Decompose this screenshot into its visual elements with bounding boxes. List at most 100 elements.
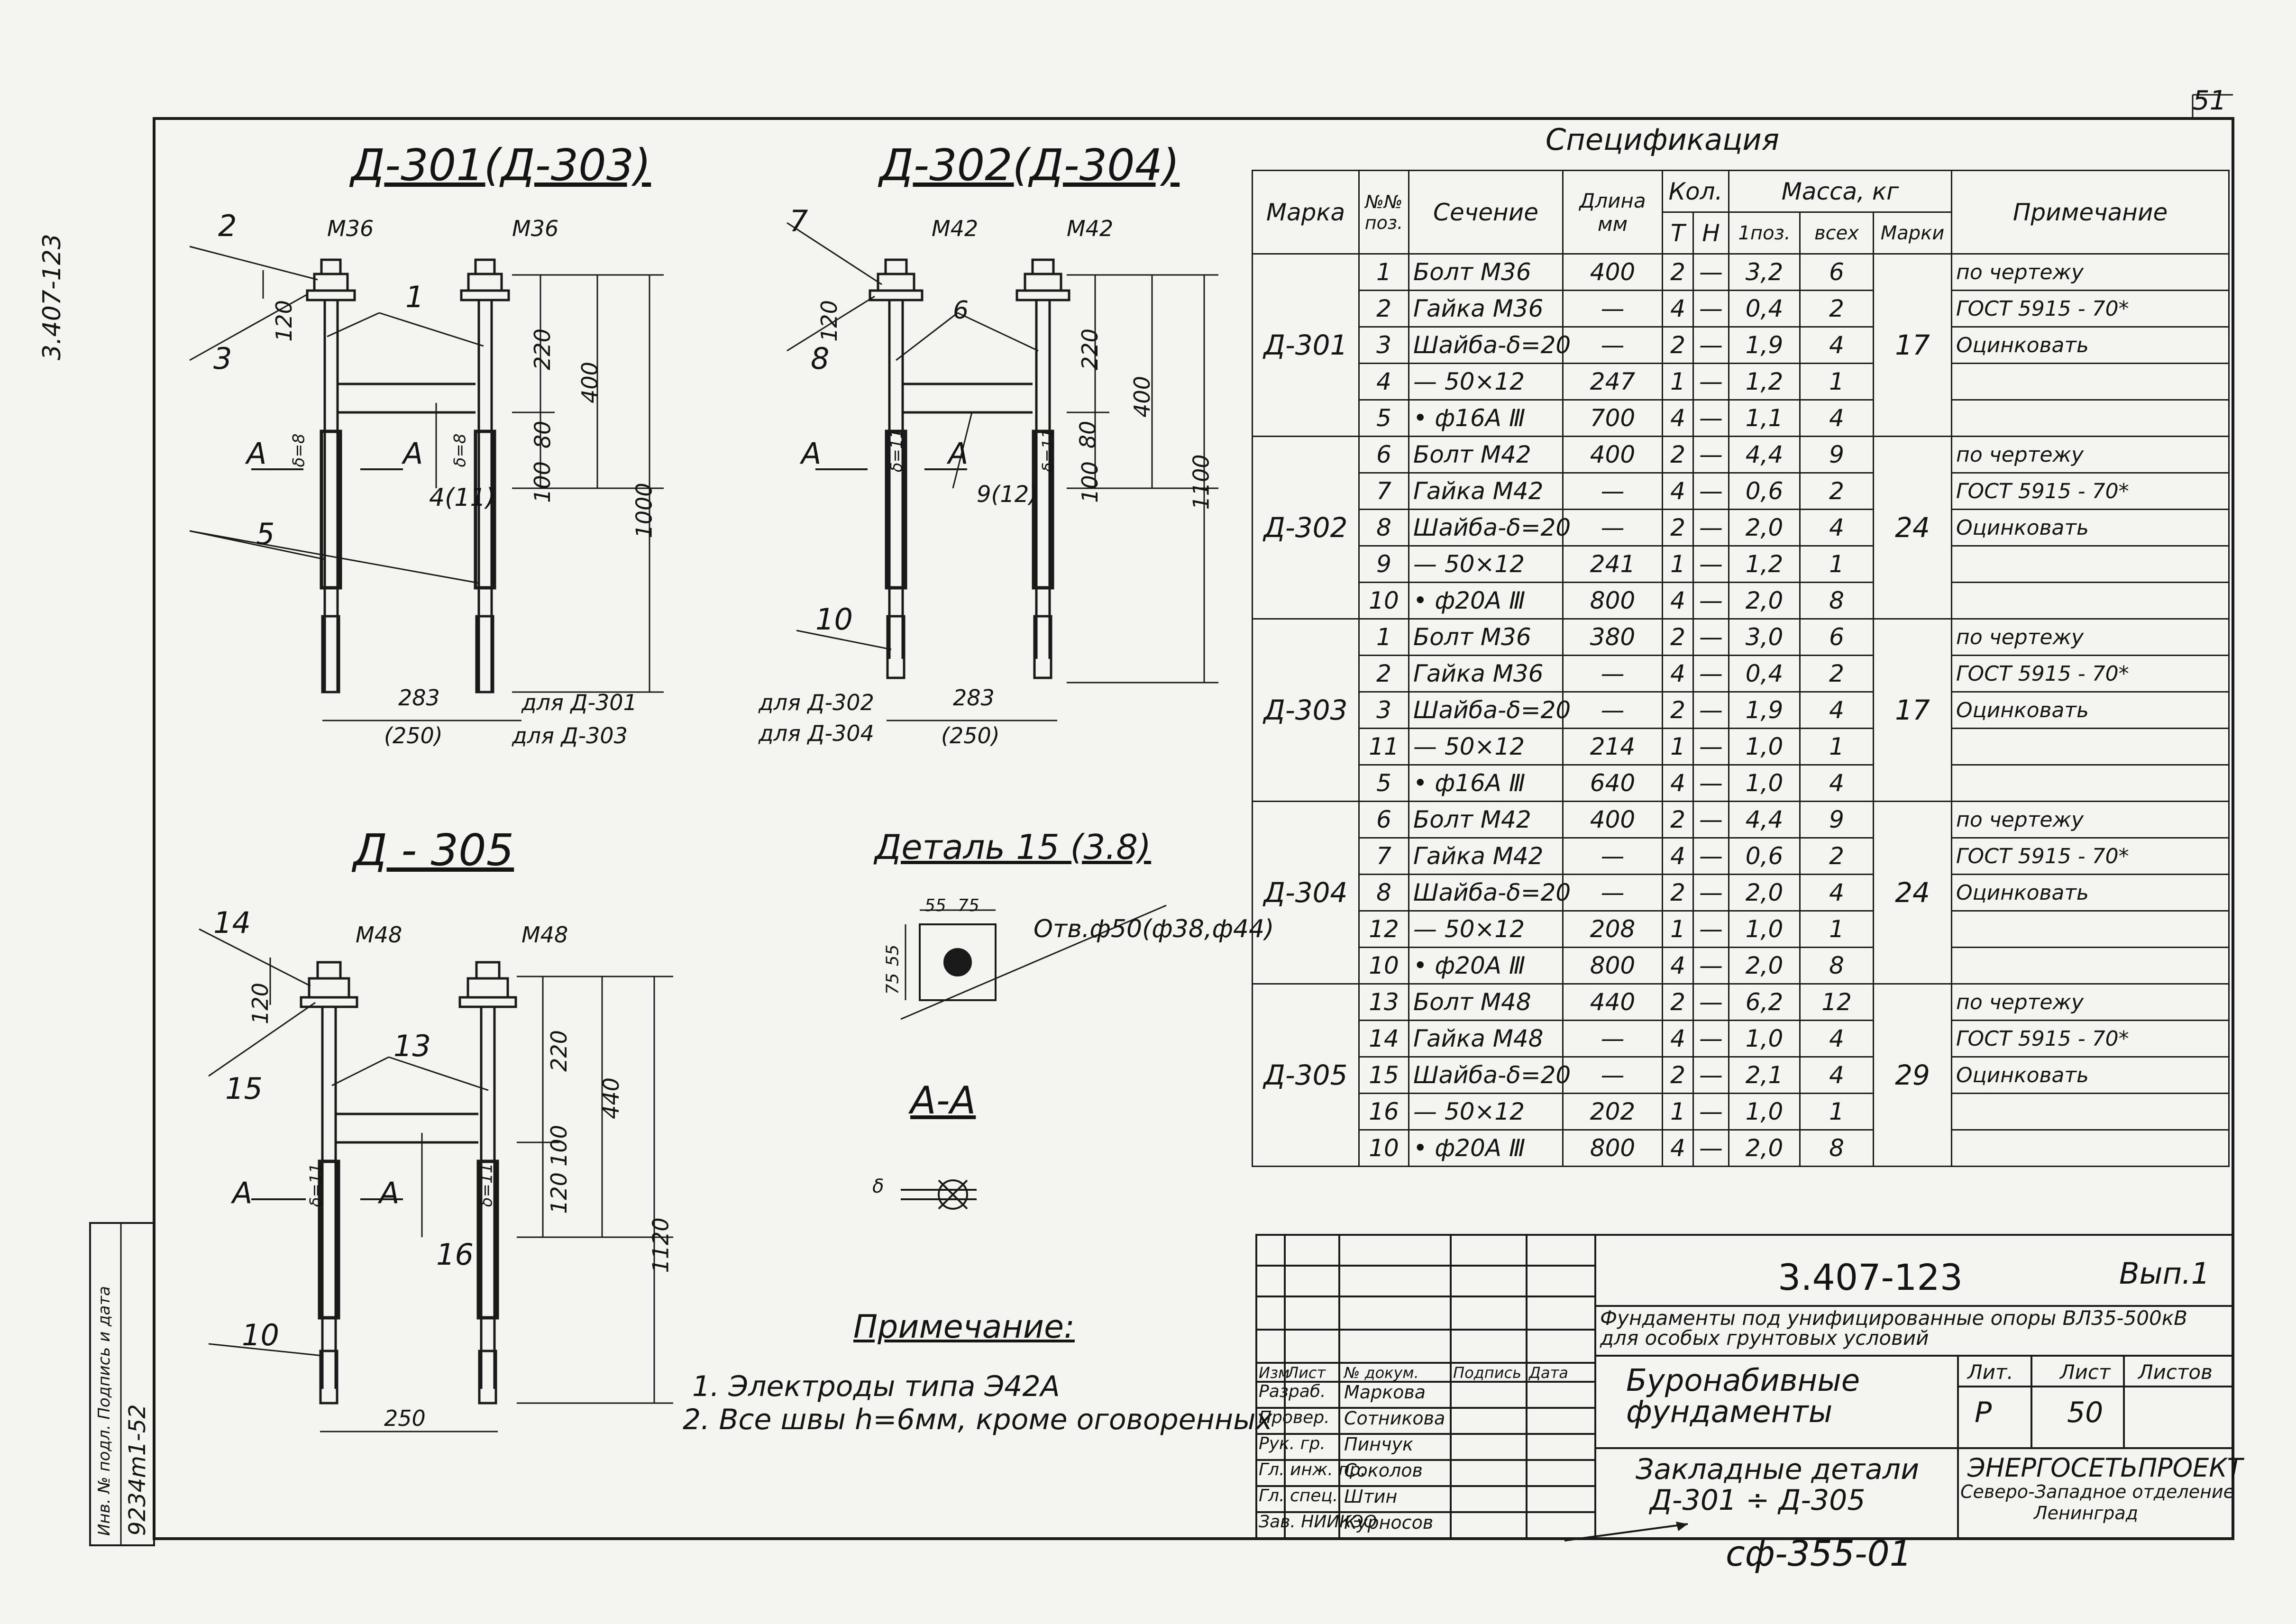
spec-mass-all: 9 [1799, 801, 1875, 839]
spec-note: по чертежу [1951, 618, 2230, 656]
tb-col-header: Лист [1287, 1364, 1326, 1382]
spec-section: Шайба-δ=20 [1408, 509, 1571, 547]
spec-length: — [1562, 655, 1663, 693]
dim-1120: 1120 [648, 1217, 674, 1273]
anchor-drawing-d302 [787, 222, 1218, 721]
spec-marka: Д-304 [1252, 801, 1360, 985]
spec-section: Гайка М36 [1408, 655, 1564, 693]
spec-pos: 12 [1358, 910, 1409, 948]
spec-length: 380 [1562, 618, 1663, 656]
spec-count-n: — [1692, 363, 1730, 401]
dim-120: 120 [271, 300, 297, 342]
spec-note: Оцинковать [1951, 326, 2230, 364]
drawing-title-d305: Д - 305 [353, 825, 514, 876]
specification-table: Марка №№ поз. Сечение Длина мм Кол. Масс… [1252, 170, 2230, 1167]
spec-mass-1: 1,9 [1728, 691, 1801, 729]
position-14-label: 14 [213, 905, 251, 940]
spec-mass-1: 2,0 [1728, 947, 1801, 985]
spec-count-t: 2 [1662, 874, 1694, 912]
spec-mass-1: 2,0 [1728, 1129, 1801, 1167]
spec-mass-mark: 17 [1873, 253, 1953, 437]
spec-count-t: 2 [1662, 691, 1694, 729]
notes-title: Примечание: [853, 1308, 1075, 1346]
weld-thickness: δ=11 [1039, 428, 1058, 473]
spec-section: Болт М42 [1408, 436, 1564, 474]
spec-note: по чертежу [1951, 436, 2230, 474]
spec-section: • ф20А Ⅲ [1408, 582, 1564, 620]
tb-col-header: Подпись [1453, 1364, 1521, 1382]
spec-section: Гайка М48 [1408, 1020, 1564, 1058]
header-count: Кол. [1661, 170, 1730, 213]
spec-length: — [1562, 837, 1663, 875]
spec-length: 214 [1562, 728, 1663, 766]
header-mass-mark: Марки [1873, 211, 1953, 255]
dim-250: (250) [941, 723, 1000, 748]
spec-mass-all: 6 [1799, 253, 1875, 291]
spec-count-n: — [1692, 983, 1730, 1021]
anchor-drawing-d305 [199, 928, 673, 1432]
spec-count-n: — [1692, 545, 1730, 583]
spec-mass-1: 1,2 [1728, 363, 1801, 401]
spec-pos: 4 [1358, 363, 1409, 401]
spec-note [1951, 363, 2230, 401]
detail-dim: 75 [883, 973, 903, 995]
spec-count-n: — [1692, 1056, 1730, 1094]
thread-left-d301: М36 [327, 216, 374, 241]
weld-thickness: δ=11 [306, 1163, 326, 1207]
staff-name: Сотникова [1344, 1408, 1445, 1429]
spec-pos: 8 [1358, 509, 1409, 547]
spec-length: — [1562, 1020, 1663, 1058]
spec-mass-mark: 17 [1873, 618, 1953, 802]
thread-right-d302: М42 [1067, 216, 1114, 241]
spec-pos: 7 [1358, 472, 1409, 510]
spec-mass-mark: 24 [1873, 436, 1953, 620]
drawing-title-1: Закладные детали [1636, 1453, 1920, 1486]
spec-note [1951, 399, 2230, 437]
section-mark-a: А [379, 1176, 400, 1210]
spec-mass-1: 0,6 [1728, 837, 1801, 875]
position-4-label: 4(11) [429, 484, 495, 512]
spec-section: Гайка М36 [1408, 290, 1564, 328]
spec-section: Болт М36 [1408, 618, 1564, 656]
tb-col-header: Дата [1529, 1364, 1568, 1382]
staff-name: Курносов [1344, 1512, 1434, 1533]
note-item: 1. Электроды типа Э42А [692, 1370, 1060, 1403]
spec-section: — 50×12 [1408, 545, 1564, 583]
spec-count-n: — [1692, 1020, 1730, 1058]
staff-name: Пинчук [1344, 1434, 1414, 1455]
spec-pos: 2 [1358, 655, 1409, 693]
spec-section: • ф20А Ⅲ [1408, 947, 1564, 985]
dim-120: 120 [247, 983, 273, 1024]
tb-col-header: Изм [1259, 1364, 1290, 1382]
side-stamp: 9234m1-52 [124, 1404, 151, 1536]
spec-length: 640 [1562, 764, 1663, 802]
drawing-title-2: Д-301 ÷ Д-305 [1650, 1484, 1866, 1517]
spec-length: — [1562, 1056, 1663, 1094]
spec-note [1951, 728, 2230, 766]
spec-note [1951, 910, 2230, 948]
spec-note: по чертежу [1951, 983, 2230, 1021]
thread-left-d305: М48 [356, 922, 402, 948]
spec-count-n: — [1692, 691, 1730, 729]
spec-section: • ф16А Ⅲ [1408, 399, 1564, 437]
spec-section: Шайба-δ=20 [1408, 874, 1571, 912]
spec-mass-all: 2 [1799, 655, 1875, 693]
spec-count-n: — [1692, 874, 1730, 912]
spec-section: Гайка М42 [1408, 837, 1564, 875]
spec-mass-1: 1,2 [1728, 545, 1801, 583]
spec-pos: 10 [1358, 1129, 1409, 1167]
spec-mass-1: 4,4 [1728, 436, 1801, 474]
spec-pos: 9 [1358, 545, 1409, 583]
dim-80: 80 [1075, 420, 1101, 449]
spec-count-t: 4 [1662, 655, 1694, 693]
spec-note: ГОСТ 5915 - 70* [1951, 472, 2230, 510]
